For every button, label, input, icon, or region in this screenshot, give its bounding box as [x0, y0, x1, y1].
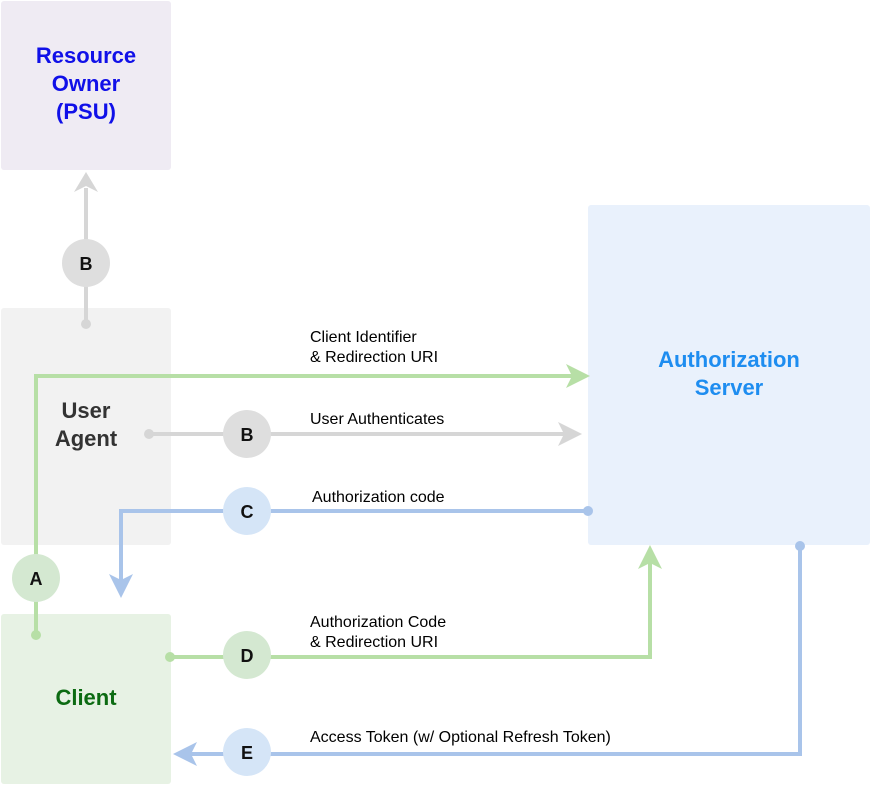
edge-b-label: User Authenticates [310, 411, 444, 428]
edge-d-start-dot [165, 652, 175, 662]
user-agent-label-line1: User [62, 398, 111, 423]
edge-c-authorization-code [109, 506, 593, 598]
edge-a-client-identifier [31, 364, 590, 640]
edge-b-user-authenticates [144, 422, 582, 446]
edge-a-start-dot [31, 630, 41, 640]
edge-c-arrowhead [109, 574, 133, 598]
step-e-letter: E [241, 743, 253, 763]
edge-d-label-line1: Authorization Code [310, 614, 446, 631]
resource-owner-label: Resource Owner (PSU) [36, 43, 136, 124]
edge-b-auth-arrowhead [558, 422, 582, 446]
authorization-server-label-line1: Authorization [658, 347, 800, 372]
edge-a-line [34, 374, 572, 635]
edge-e-access-token [173, 541, 805, 766]
step-b-auth-letter: B [241, 425, 254, 445]
resource-owner-label-line1: Resource [36, 43, 136, 68]
step-b-owner: B [62, 239, 110, 287]
edge-a-arrowhead [566, 364, 590, 388]
step-d-letter: D [241, 646, 254, 666]
step-b-auth-circle [223, 410, 271, 458]
authorization-server-box [588, 205, 870, 545]
step-b-owner-circle [62, 239, 110, 287]
user-agent-box [1, 308, 171, 545]
user-agent-label-line2: Agent [55, 426, 118, 451]
edge-c-start-dot [583, 506, 593, 516]
resource-owner-box [1, 1, 171, 170]
step-a-letter: A [30, 569, 43, 589]
step-e: E [223, 728, 271, 776]
edge-a-label-line2: & Redirection URI [310, 349, 438, 366]
step-d: D [223, 631, 271, 679]
authorization-server-label-line2: Server [695, 375, 764, 400]
step-a-circle [12, 554, 60, 602]
edge-c-label: Authorization code [312, 489, 445, 506]
authorization-server-label: Authorization Server [658, 347, 800, 400]
client-label: Client [55, 685, 117, 710]
step-c-letter: C [241, 502, 254, 522]
edge-d-line [170, 562, 652, 659]
client-box [1, 614, 171, 784]
edge-d-authorization-code-redirect [165, 545, 662, 662]
user-agent-label: User Agent [55, 398, 118, 451]
step-c: C [223, 487, 271, 535]
step-c-circle [223, 487, 271, 535]
resource-owner-label-line2: Owner [52, 71, 121, 96]
edge-a-label-line1: Client Identifier [310, 329, 417, 346]
edge-b-auth-start-dot [144, 429, 154, 439]
step-b-auth: B [223, 410, 271, 458]
step-d-circle [223, 631, 271, 679]
edge-e-label: Access Token (w/ Optional Refresh Token) [310, 729, 611, 746]
edge-e-line [190, 546, 802, 756]
step-b-owner-letter: B [80, 254, 93, 274]
resource-owner-label-line3: (PSU) [56, 99, 116, 124]
step-a: A [12, 554, 60, 602]
edge-d-label-line2: & Redirection URI [310, 634, 438, 651]
edge-e-arrowhead [173, 742, 197, 766]
edge-e-start-dot [795, 541, 805, 551]
step-e-circle [223, 728, 271, 776]
edge-b-owner-start-dot [81, 319, 91, 329]
edge-b-owner-arrowhead [74, 172, 98, 192]
edge-c-line [119, 509, 588, 580]
edge-d-arrowhead [638, 545, 662, 569]
